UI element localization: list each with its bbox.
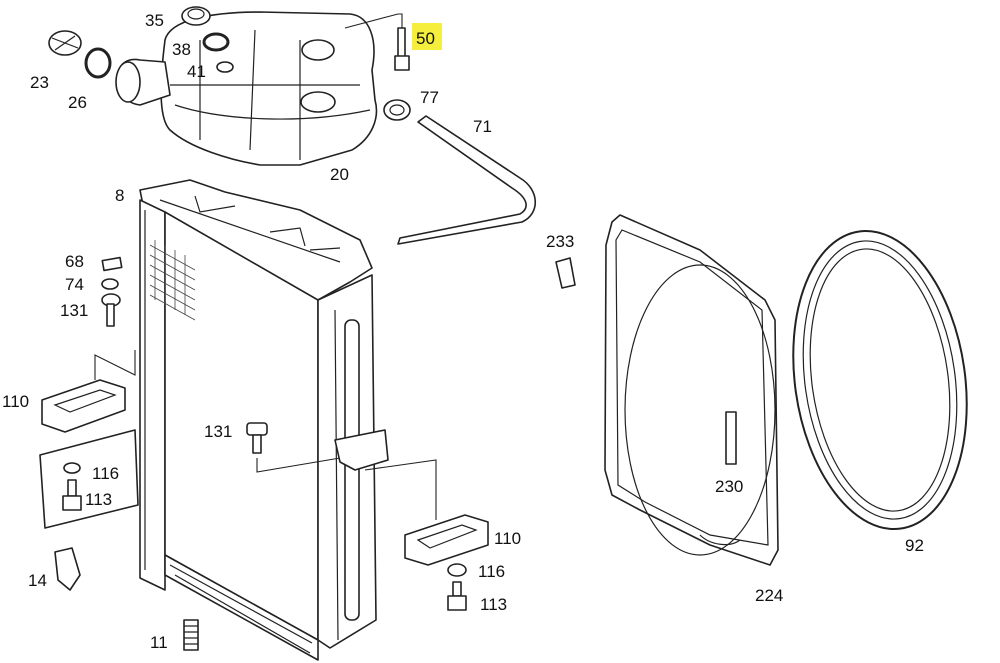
label-233: 233 (546, 232, 574, 251)
label-77: 77 (420, 88, 439, 107)
hose-clamp-part-77 (383, 99, 411, 121)
fan-shroud-part-224 (604, 214, 779, 566)
label-230: 230 (715, 477, 743, 496)
ring-part-38 (202, 32, 230, 52)
label-116-right: 116 (478, 562, 505, 581)
label-224: 224 (755, 586, 783, 605)
rubber-mount-part-110-right (364, 459, 489, 566)
label-35: 35 (145, 11, 164, 30)
sensor-part-50 (344, 13, 410, 71)
side-bracket-right (334, 429, 389, 471)
screw-part-131-center (246, 422, 341, 473)
radiator-fin-grid (149, 240, 196, 321)
label-131-left: 131 (60, 301, 88, 320)
label-41: 41 (187, 62, 206, 81)
rubber-mount-part-110-left (41, 350, 136, 433)
label-110-left: 110 (2, 392, 29, 411)
label-23: 23 (30, 73, 49, 92)
radiator-core (139, 179, 377, 661)
highlight-box-part-50 (412, 23, 442, 50)
lower-bracket-left (39, 429, 139, 529)
washer-part-116-right (447, 563, 467, 577)
label-68: 68 (65, 252, 84, 271)
label-131-center: 131 (204, 422, 232, 441)
label-116-left: 116 (92, 464, 119, 483)
label-110-right: 110 (494, 529, 521, 548)
hose-part-71 (397, 115, 536, 245)
washer-part-116-left (63, 462, 81, 474)
label-92: 92 (905, 536, 924, 555)
label-113-left: 113 (85, 490, 112, 509)
label-20: 20 (330, 165, 349, 184)
washer-part-41 (216, 61, 234, 73)
cap-part-35 (181, 6, 211, 26)
label-11: 11 (150, 633, 168, 652)
clip-part-233 (555, 257, 576, 289)
label-26: 26 (68, 93, 87, 112)
label-8: 8 (115, 186, 124, 205)
label-113-right: 113 (480, 595, 507, 614)
expansion-tank (115, 11, 378, 166)
seal-ring-part-26 (84, 47, 112, 79)
bolt-part-113-left (62, 479, 82, 511)
label-50: 50 (416, 29, 435, 48)
bolt-part-11 (183, 619, 199, 651)
label-14: 14 (28, 571, 47, 590)
bracket-part-68 (101, 256, 123, 272)
clip-part-14 (54, 547, 81, 591)
bolt-part-113-right (447, 581, 467, 611)
cap-part-23 (48, 30, 82, 56)
label-38: 38 (172, 40, 191, 59)
label-74: 74 (65, 275, 84, 294)
washer-part-74 (101, 278, 119, 290)
fan-ring-part-92 (792, 229, 968, 531)
screw-part-131-left (101, 293, 121, 327)
label-71: 71 (473, 117, 492, 136)
